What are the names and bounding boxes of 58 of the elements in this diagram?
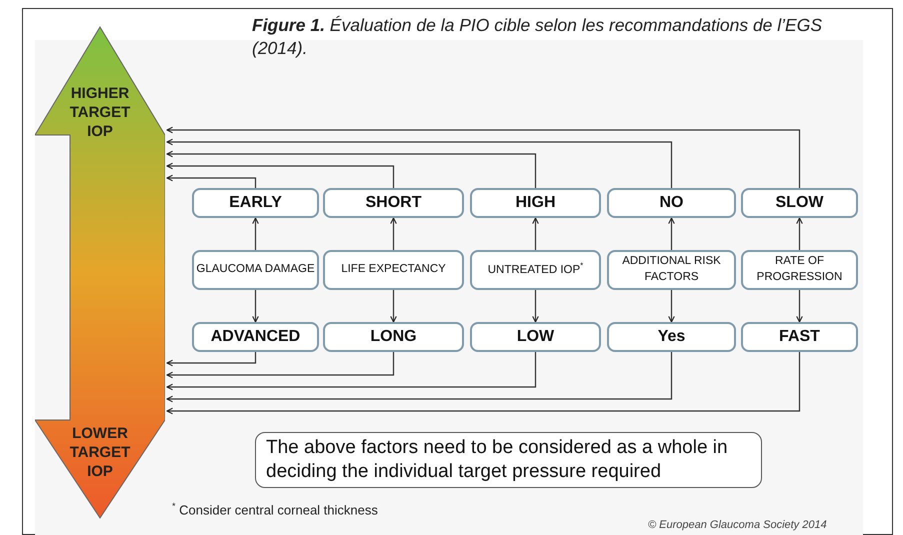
arrow-label: LOWER TARGET IOP: [68, 425, 132, 482]
factor-label: NO: [660, 194, 684, 212]
factor-box: [323, 322, 464, 352]
arrow: [668, 217, 675, 250]
factor-box: [192, 250, 319, 290]
factor-label: LIFE EXPECTANCY: [341, 262, 446, 278]
factor-label: LOW: [516, 328, 554, 346]
factor-label: ADVANCED: [210, 328, 300, 346]
copyright-note: © European Glaucoma Society 2014: [648, 519, 827, 531]
arrow: [796, 217, 803, 250]
factor-box: [323, 188, 464, 218]
arrow: [252, 290, 259, 323]
factor-label: SLOW: [776, 194, 824, 212]
footnote: $^{*}$ Consider central corneal thickness: [172, 501, 378, 518]
factor-label: SHORT: [366, 194, 422, 212]
factor-box: [607, 250, 736, 290]
figure-caption: Figure 1. Évaluation de la PIO cible selon les recommandations de l’EGS (2014).: [252, 14, 824, 60]
factor-label: ADDITIONAL RISK FACTORS: [621, 254, 722, 285]
factor-label: FAST: [779, 328, 820, 346]
factor-box: [192, 322, 319, 352]
arrow: [166, 150, 536, 188]
arrow: [166, 138, 672, 188]
factor-label: GLAUCOMA DAMAGE: [196, 262, 315, 278]
factor-label: RATE OF PROGRESSION: [756, 254, 844, 285]
factor-box: [470, 188, 601, 218]
factor-box: [607, 188, 736, 218]
double-arrow: [35, 25, 165, 520]
factor-box: [741, 250, 858, 290]
arrow: [166, 174, 256, 188]
factor-label: UNTREATED IOP$^{*}$: [488, 261, 584, 278]
arrow: [166, 352, 800, 414]
factor-box: [470, 250, 601, 290]
note-text: The above factors need to be considered as a whole in deciding the individual target pressure required: [266, 436, 729, 484]
arrow: [166, 352, 256, 366]
arrow: [252, 217, 259, 250]
arrow: [166, 126, 800, 188]
arrow: [166, 162, 394, 188]
factor-box: [470, 322, 601, 352]
arrow: [166, 352, 536, 390]
arrow: [166, 352, 672, 402]
arrow: [668, 290, 675, 323]
arrow: [796, 290, 803, 323]
factor-label: LONG: [370, 328, 417, 346]
note-box: [255, 432, 762, 488]
factor-box: [192, 188, 319, 218]
factor-box: [741, 188, 858, 218]
arrow-label: HIGHER TARGET IOP: [68, 85, 132, 142]
arrow: [532, 217, 539, 250]
factor-box: [741, 322, 858, 352]
arrow: [166, 352, 394, 378]
arrow: [390, 290, 397, 323]
factor-label: EARLY: [229, 194, 282, 212]
factor-label: Yes: [658, 328, 686, 346]
factor-label: HIGH: [516, 194, 556, 212]
factor-box: [607, 322, 736, 352]
factor-box: [323, 250, 464, 290]
arrow: [390, 217, 397, 250]
arrow: [532, 290, 539, 323]
